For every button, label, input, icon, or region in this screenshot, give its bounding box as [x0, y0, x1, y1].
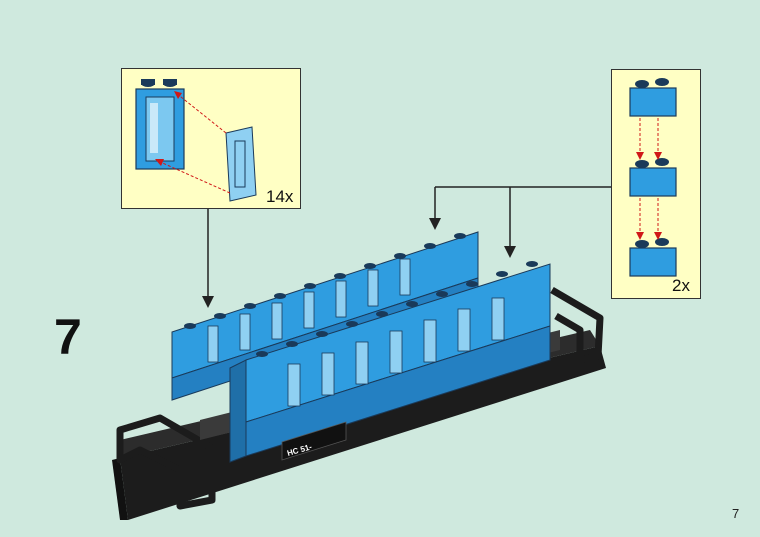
- page-number: 7: [732, 506, 739, 521]
- step-number: 7: [54, 312, 82, 362]
